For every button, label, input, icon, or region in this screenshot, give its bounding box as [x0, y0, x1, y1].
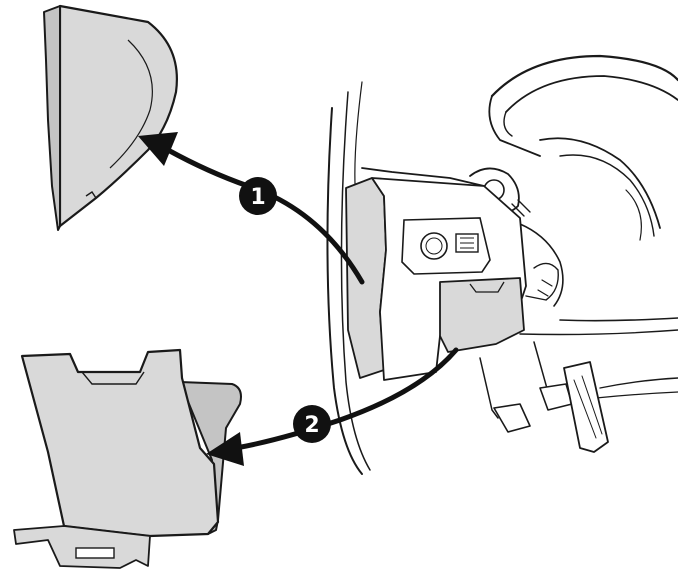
lower-panel-bracket-slot: [75, 547, 115, 559]
callout-1-circle: [239, 177, 277, 215]
side-panel-edge: [43, 5, 61, 231]
removed-side-panel: [43, 4, 178, 231]
light-switch-knob: [420, 232, 448, 260]
arrow-2-head: [206, 432, 244, 466]
installed-side-panel-fill: [345, 177, 387, 379]
callout-2-label: 2: [304, 413, 319, 438]
dashboard-top: [361, 167, 485, 187]
pedals: [479, 341, 609, 453]
dash-trim: [559, 317, 678, 322]
callout-1-label: 1: [250, 185, 265, 210]
lower-panel-handle-recess: [81, 371, 145, 385]
arrow-2-shaft: [233, 347, 459, 451]
steering-wheel: [488, 54, 678, 241]
dashboard-lower: [371, 177, 527, 381]
installed-lower-panel-recess: [469, 281, 505, 293]
lower-panel-body: [20, 348, 220, 538]
arrow-1-head: [138, 132, 178, 166]
callout-1: 1: [239, 177, 277, 215]
floor-line: [599, 377, 678, 389]
side-panel-body: [58, 4, 178, 228]
removed-lower-panel: [13, 348, 242, 569]
side-panel-clip: [85, 191, 97, 199]
arrow-2: [206, 347, 459, 466]
installed-side-panel: [345, 177, 387, 379]
installed-lower-panel: [439, 277, 525, 353]
lower-panel-bracket: [13, 525, 151, 569]
car-interior: [326, 54, 678, 475]
lower-panel-side: [179, 381, 242, 535]
door-frame-inner: [340, 91, 371, 471]
side-panel-contour: [109, 39, 153, 169]
callout-2: 2: [293, 405, 331, 443]
callout-2-circle: [293, 405, 331, 443]
arrow-1-shaft: [165, 147, 365, 285]
door-frame: [326, 107, 363, 475]
